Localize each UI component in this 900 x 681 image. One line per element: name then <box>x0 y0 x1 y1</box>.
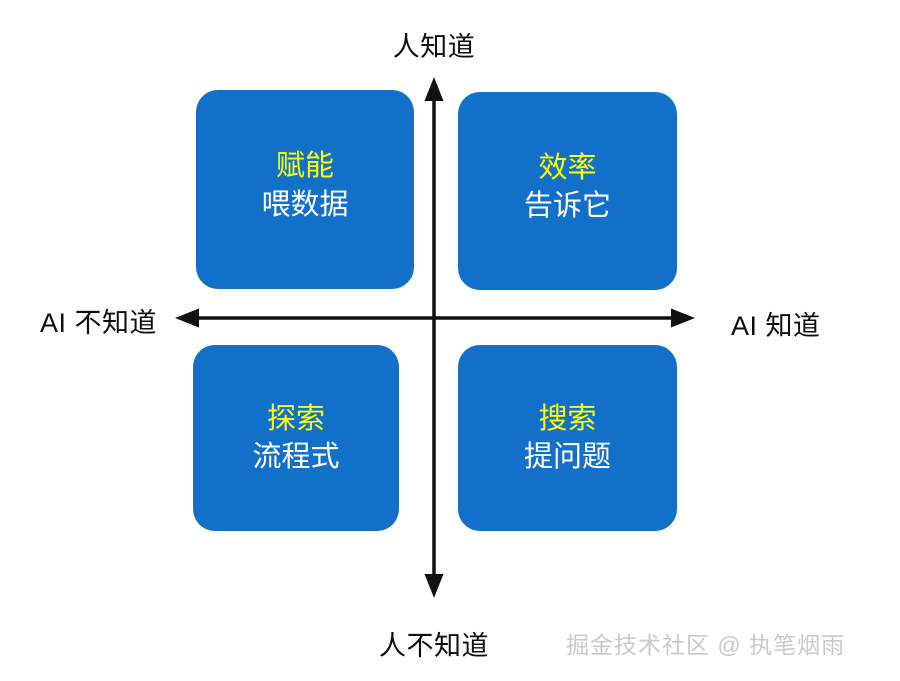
axis-arrow-left <box>175 308 199 328</box>
quadrant-subtitle-top-right: 告诉它 <box>523 190 611 222</box>
quadrant-text-stack: 搜索 提问题 <box>524 400 611 477</box>
quadrant-text-stack: 赋能 喂数据 <box>261 147 348 224</box>
quadrant-title-bottom-left: 探索 <box>266 402 325 435</box>
quadrant-subtitle-bottom-left: 流程式 <box>252 441 340 473</box>
axis-arrow-up <box>424 77 444 101</box>
axis-label-left: AI 不知道 <box>40 308 158 338</box>
quadrant-text-stack: 效率 告诉它 <box>524 149 611 226</box>
quadrant-title-bottom-right: 搜索 <box>538 402 597 435</box>
watermark-text: 掘金技术社区 @ 执笔烟雨 <box>566 632 846 658</box>
quadrant-box-bottom-left[interactable]: 探索 流程式 <box>193 345 399 531</box>
axis-arrow-right <box>671 308 695 328</box>
quadrant-text-stack: 探索 流程式 <box>252 400 339 477</box>
quadrant-box-top-right[interactable]: 效率 告诉它 <box>458 92 677 290</box>
axis-label-top: 人知道 <box>392 32 476 62</box>
quadrant-title-top-right: 效率 <box>538 151 597 184</box>
quadrant-subtitle-top-left: 喂数据 <box>261 188 349 221</box>
quadrant-title-top-left: 赋能 <box>275 150 334 183</box>
axis-label-bottom: 人不知道 <box>379 631 489 661</box>
axis-arrow-down <box>424 574 444 598</box>
quadrant-subtitle-bottom-right: 提问题 <box>523 441 611 473</box>
quadrant-box-bottom-right[interactable]: 搜索 提问题 <box>458 345 677 531</box>
quadrant-box-top-left[interactable]: 赋能 喂数据 <box>196 90 414 289</box>
axis-label-right: AI 知道 <box>731 311 821 341</box>
